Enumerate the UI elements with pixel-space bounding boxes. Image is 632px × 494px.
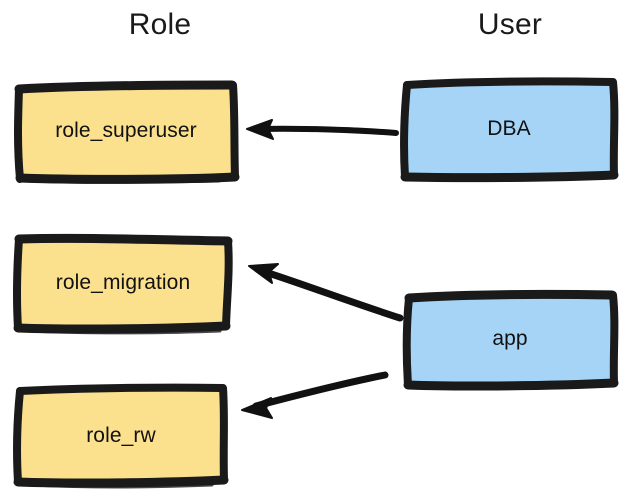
edge-app-to-role-rw xyxy=(241,371,389,419)
node-app-shape xyxy=(402,289,619,391)
column-header-user: User xyxy=(477,8,543,41)
edge-dba-to-role-superuser xyxy=(246,119,399,140)
node-role-migration-label: role_migration xyxy=(55,270,191,294)
edge-app-to-role-migration xyxy=(248,263,404,322)
column-header-role: Role xyxy=(128,8,192,41)
node-app[interactable]: app xyxy=(402,289,619,391)
node-dba-shape xyxy=(399,77,619,183)
node-role-superuser-shape xyxy=(14,80,240,184)
node-role-rw[interactable]: role_rw xyxy=(12,383,230,489)
node-role-superuser-label: role_superuser xyxy=(55,119,197,142)
node-role-migration-shape xyxy=(12,233,233,335)
node-role-migration[interactable]: role_migration xyxy=(12,233,234,335)
node-dba-label: DBA xyxy=(487,117,531,140)
node-role-rw-label: role_rw xyxy=(86,423,156,447)
node-app-label: app xyxy=(492,327,528,350)
node-role-superuser[interactable]: role_superuser xyxy=(14,80,240,184)
node-dba[interactable]: DBA xyxy=(399,77,619,183)
node-role-rw-shape xyxy=(12,383,229,489)
